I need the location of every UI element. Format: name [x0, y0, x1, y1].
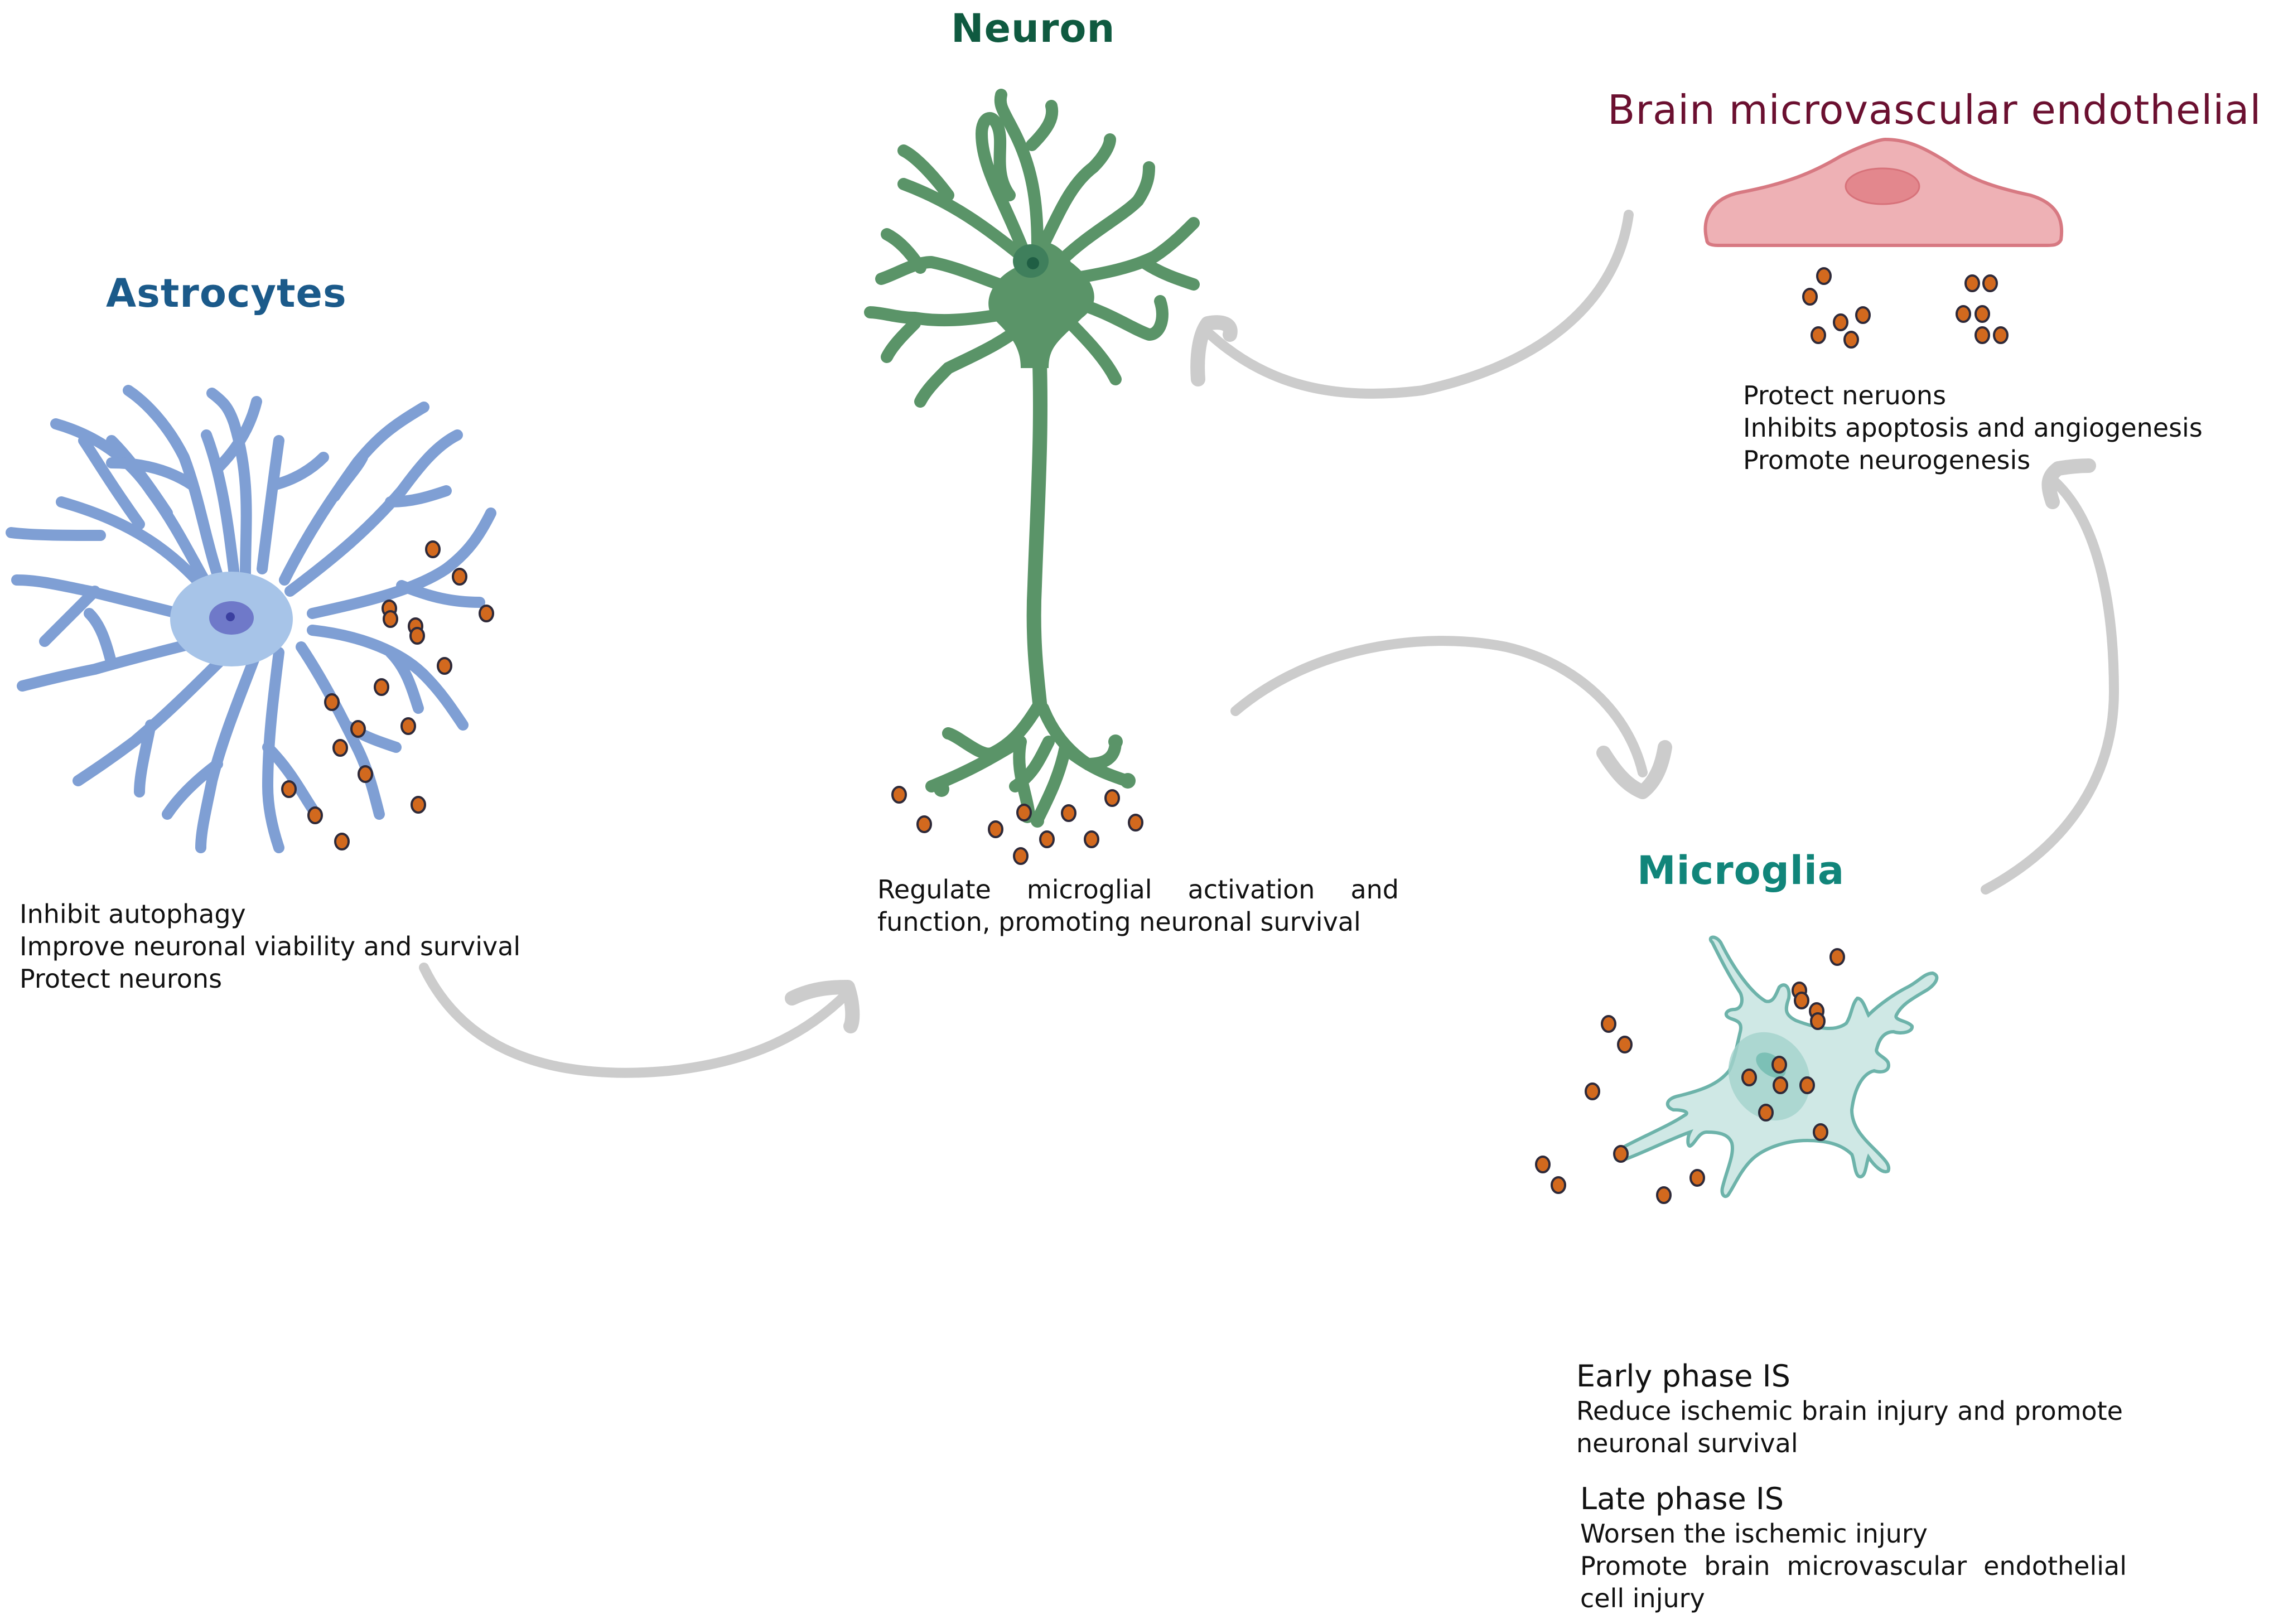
vesicle-dot — [1833, 313, 1848, 331]
neuron-soma — [988, 241, 1094, 368]
vesicle-dot — [479, 605, 494, 622]
astrocytes-title: Astrocytes — [106, 270, 347, 316]
vesicle-dot — [1771, 1056, 1787, 1074]
vesicle-dot — [1794, 992, 1809, 1009]
curved-arrow-icon — [1981, 458, 2119, 895]
astrocyte-processes — [6, 385, 496, 853]
late-phase-heading: Late phase IS — [1580, 1481, 1784, 1516]
neuron-title: Neuron — [951, 6, 1116, 51]
early-phase-heading: Early phase IS — [1576, 1359, 1790, 1394]
microglia-early-phase: Early phase IS Reduce ischemic brain inj… — [1576, 1358, 2123, 1459]
vesicle-dot — [1843, 331, 1859, 349]
curved-arrow-icon — [1190, 210, 1634, 399]
vesicle-dot — [350, 720, 366, 738]
vesicle-dot — [1551, 1176, 1566, 1194]
vesicle-dot — [916, 815, 932, 833]
description-line: Reduce ischemic brain injury and promote… — [1576, 1396, 2123, 1458]
curved-arrow-icon — [419, 963, 860, 1078]
microglia-cytoplasm-inner — [1728, 1032, 1811, 1121]
vesicle-dot — [1016, 804, 1032, 821]
microglia-late-phase: Late phase IS Worsen the ischemic injury… — [1580, 1481, 2127, 1615]
vesicle-dot — [988, 820, 1003, 838]
description-line: Inhibit autophagy — [20, 899, 246, 929]
description-line: Improve neuronal viability and survival — [20, 931, 521, 961]
vesicle-dot — [1084, 830, 1099, 848]
vesicle-dot — [1956, 305, 1971, 323]
vesicle-dot — [1802, 288, 1818, 306]
vesicle-dot — [409, 627, 425, 645]
vesicle-dot — [1741, 1069, 1757, 1086]
vesicle-dot — [332, 739, 348, 757]
extracellular-vesicles — [281, 267, 2009, 1204]
vesicle-dot — [400, 717, 416, 735]
vesicle-dot — [1758, 1104, 1774, 1122]
vesicle-dot — [452, 568, 467, 586]
vesicle-dot — [1982, 274, 1998, 292]
description-line: Promote neurogenesis — [1743, 445, 2031, 475]
vesicle-dot — [324, 693, 340, 711]
astrocyte-nucleolus — [226, 612, 235, 621]
vesicle-dot — [1613, 1145, 1629, 1163]
vesicle-dot — [281, 780, 297, 798]
vesicle-dot — [358, 765, 373, 783]
vesicle-dot — [1585, 1082, 1600, 1100]
description-line: Protect neurons — [20, 964, 223, 994]
vesicle-dot — [1656, 1186, 1672, 1204]
description-line: Worsen the ischemic injury — [1580, 1519, 1928, 1549]
astrocyte-cell — [6, 385, 496, 853]
vesicle-dot — [1773, 1076, 1788, 1094]
curved-arrow-icon — [1230, 636, 1672, 799]
vesicle-dot — [891, 786, 907, 804]
neuron-cell — [864, 89, 1200, 828]
vesicle-dot — [1061, 804, 1076, 822]
neuron-axon — [1026, 327, 1047, 716]
description-line: Promote brain microvascular endothelial … — [1580, 1551, 2127, 1613]
neuron-description: Regulate microglial activation and funct… — [877, 873, 1399, 938]
vesicle-dot — [425, 540, 441, 558]
microglia-title: Microglia — [1637, 848, 1845, 893]
vesicle-dot — [1535, 1156, 1551, 1173]
vesicle-dot — [1964, 274, 1980, 292]
vesicle-dot — [1039, 830, 1055, 848]
vesicle-dot — [1974, 305, 1990, 323]
neuron-nucleolus — [1027, 257, 1039, 269]
vesicle-dot — [307, 806, 323, 824]
description-line: Inhibits apoptosis and angiogenesis — [1743, 413, 2203, 443]
vesicle-dot — [1974, 326, 1990, 344]
vesicle-dot — [1829, 948, 1845, 966]
astrocytes-description: Inhibit autophagy Improve neuronal viabi… — [20, 898, 520, 995]
endothelial-cell — [1703, 137, 2064, 247]
description-line: Regulate microglial activation and funct… — [877, 874, 1399, 937]
vesicle-dot — [334, 833, 350, 850]
vesicle-dot — [1617, 1036, 1633, 1053]
vesicle-dot — [1855, 306, 1871, 324]
vesicle-dot — [1689, 1169, 1705, 1187]
vesicle-dot — [1816, 267, 1832, 285]
vesicle-dot — [1811, 326, 1826, 344]
endothelial-nucleus — [1845, 167, 1920, 205]
vesicle-dot — [1810, 1012, 1826, 1030]
vesicle-dot — [1799, 1076, 1815, 1094]
vesicle-dot — [1013, 847, 1029, 865]
vesicle-dot — [1128, 814, 1143, 832]
vesicle-dot — [383, 610, 398, 628]
vesicle-dot — [374, 678, 389, 696]
description-line: Protect neruons — [1743, 380, 1947, 410]
arrows — [419, 210, 2119, 1078]
vesicle-dot — [1813, 1123, 1828, 1141]
vesicle-dot — [1993, 326, 2009, 344]
vesicle-dot — [1601, 1015, 1616, 1033]
endothelial-title: Brain microvascular endothelial cell — [1607, 86, 2269, 133]
vesicle-dot — [437, 657, 452, 675]
endothelial-description: Protect neruons Inhibits apoptosis and a… — [1743, 379, 2203, 476]
vesicle-dot — [1104, 789, 1120, 807]
vesicle-dot — [411, 796, 426, 814]
